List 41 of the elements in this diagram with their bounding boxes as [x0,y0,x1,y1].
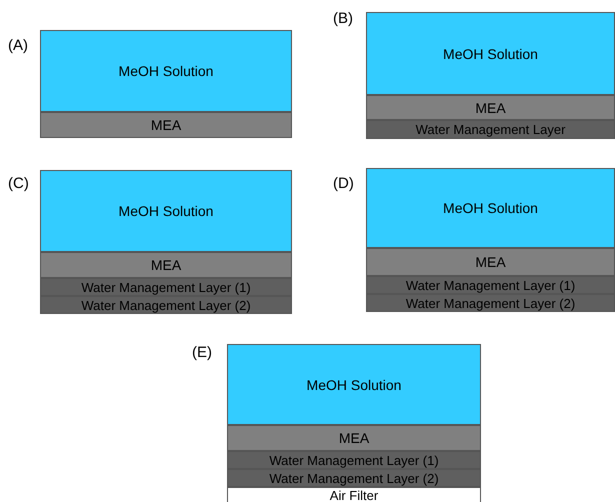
solution-layer [40,170,292,252]
layer-label: Water Management Layer (2) [269,472,439,484]
layer-label: MeOH Solution [306,378,402,392]
layer-label: Water Management Layer (1) [81,280,251,294]
layer-label: MeOH Solution [118,204,214,218]
panel-label: (E) [192,344,212,361]
layer-label: MEA [150,118,182,132]
layer-label: MEA [338,431,370,445]
panel-label: (B) [333,10,353,27]
solution-layer [40,30,292,112]
membrane-layer [40,252,292,278]
water-management-layer [227,469,481,487]
layer-label: Water Management Layer (2) [81,298,251,312]
water-management-layer [40,296,292,314]
membrane-layer [227,425,481,451]
layer-label: Air Filter [330,488,378,502]
air-filter-layer [227,487,481,502]
layer-label: Water Management Layer (1) [269,454,439,466]
layer-label: MeOH Solution [443,201,538,215]
water-management-layer [366,120,615,139]
water-management-layer [366,276,615,294]
water-management-layer [227,451,481,469]
panel-label: (A) [8,37,28,54]
layer-label: MEA [475,255,506,269]
layer-label: MeOH Solution [443,46,538,60]
membrane-layer [366,248,615,276]
solution-layer [227,344,481,425]
solution-layer [366,12,615,95]
layer-label: Water Management Layer [416,123,566,136]
layer-label: MeOH Solution [118,64,214,78]
layer-label: Water Management Layer (1) [406,278,576,292]
water-management-layer [40,278,292,296]
water-management-layer [366,294,615,312]
membrane-layer [366,95,615,120]
solution-layer [366,168,615,248]
layer-label: MEA [150,258,182,272]
layer-label: MEA [475,100,506,114]
panel-label: (D) [333,175,354,192]
membrane-layer [40,112,292,138]
panel-label: (C) [8,175,29,192]
layer-label: Water Management Layer (2) [406,296,576,310]
